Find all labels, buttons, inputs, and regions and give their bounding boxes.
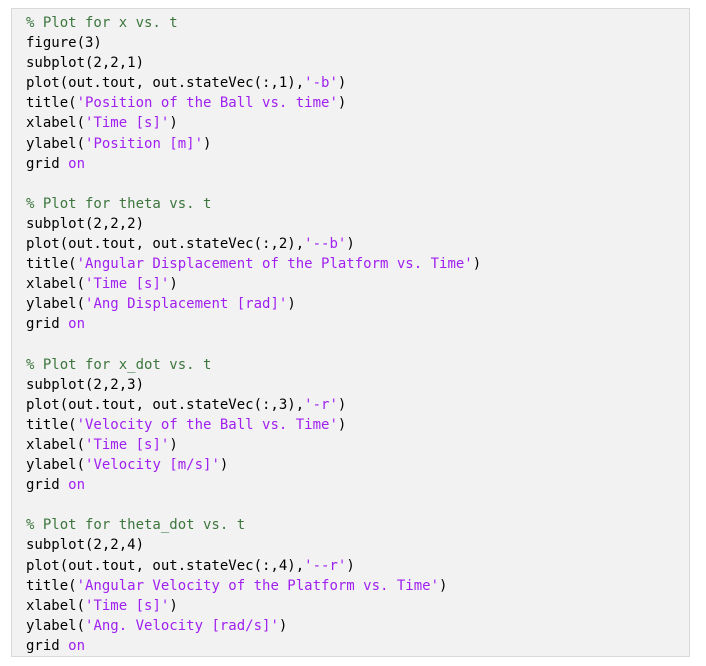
code-string: 'Position of the Ball vs. time' (76, 95, 338, 112)
code-keyword: on (68, 637, 86, 654)
code-text: ) (337, 416, 347, 433)
code-line: grid on (26, 314, 689, 334)
code-keyword: on (68, 155, 86, 172)
code-line: % Plot for x_dot vs. t (26, 355, 689, 375)
code-line: subplot(2,2,2) (26, 214, 689, 234)
code-text: title( (26, 416, 77, 433)
code-string: 'Time [s]' (85, 597, 170, 614)
code-line: ylabel('Ang Displacement [rad]') (26, 294, 689, 314)
code-text: ) (169, 115, 178, 132)
code-string: '-r' (304, 396, 338, 413)
code-text: ) (169, 597, 178, 614)
code-line: title('Position of the Ball vs. time') (26, 93, 689, 113)
code-line: grid on (26, 154, 689, 174)
code-line: title('Angular Velocity of the Platform … (26, 576, 689, 596)
code-text: title( (26, 256, 77, 273)
code-line: subplot(2,2,4) (26, 535, 689, 555)
code-string: 'Ang. Velocity [rad/s]' (85, 617, 279, 634)
code-line: grid on (26, 636, 689, 656)
code-line: ylabel('Velocity [m/s]') (26, 455, 689, 475)
code-line: xlabel('Time [s]') (26, 435, 689, 455)
code-line: title('Angular Displacement of the Platf… (26, 254, 689, 274)
code-text: xlabel( (26, 597, 86, 614)
code-comment: % Plot for x_dot vs. t (26, 356, 212, 373)
code-line: grid on (26, 475, 689, 495)
code-text: ) (219, 457, 229, 474)
code-text: ) (337, 95, 347, 112)
code-comment: % Plot for x vs. t (26, 15, 178, 31)
code-text: ylabel( (26, 617, 86, 634)
code-text: ylabel( (26, 296, 86, 313)
code-line: figure(3) (26, 33, 689, 53)
code-text: subplot(2,2,1) (26, 55, 145, 72)
code-keyword: on (68, 477, 86, 494)
code-text: ) (169, 276, 178, 293)
code-block: % Plot for x vs. t figure(3) subplot(2,2,1… (11, 8, 690, 657)
code-text: xlabel( (26, 115, 86, 132)
code-line: title('Velocity of the Ball vs. Time') (26, 415, 689, 435)
code-line: xlabel('Time [s]') (26, 596, 689, 616)
code-line: plot(out.tout, out.stateVec(:,4),'--r') (26, 556, 689, 576)
code-string: '--b' (304, 236, 347, 253)
code-line: ylabel('Ang. Velocity [rad/s]') (26, 616, 689, 636)
code-text: figure(3) (26, 35, 102, 52)
code-comment: % Plot for theta vs. t (26, 195, 212, 212)
code-string: 'Time [s]' (85, 115, 170, 132)
code-line: xlabel('Time [s]') (26, 274, 689, 294)
code-string: '-b' (304, 75, 338, 92)
code-text: plot(out.tout, out.stateVec(:,4), (26, 557, 305, 574)
code-text: plot(out.tout, out.stateVec(:,2), (26, 236, 305, 253)
code-line: subplot(2,2,3) (26, 375, 689, 395)
code-line: % Plot for theta vs. t (26, 194, 689, 214)
code-text: ) (203, 135, 212, 152)
code-text: plot(out.tout, out.stateVec(:,1), (26, 75, 305, 92)
code-text: plot(out.tout, out.stateVec(:,3), (26, 396, 305, 413)
code-text: ) (169, 436, 178, 453)
code-text: ) (287, 296, 296, 313)
code-text: grid (26, 316, 69, 333)
code-text: title( (26, 95, 77, 112)
code-text: grid (26, 155, 69, 172)
code-text: xlabel( (26, 276, 86, 293)
code-text: subplot(2,2,4) (26, 537, 145, 554)
code-string: 'Velocity of the Ball vs. Time' (76, 416, 338, 433)
code-string: 'Time [s]' (85, 276, 170, 293)
code-blank-line (26, 174, 689, 194)
code-line: ylabel('Position [m]') (26, 134, 689, 154)
code-line: plot(out.tout, out.stateVec(:,3),'-r') (26, 395, 689, 415)
code-string: 'Position [m]' (85, 135, 204, 152)
code-string: 'Time [s]' (85, 436, 170, 453)
code-keyword: on (68, 316, 86, 333)
code-string: 'Velocity [m/s]' (85, 457, 220, 474)
code-text: ) (278, 617, 288, 634)
code-string: 'Angular Displacement of the Platform vs… (76, 256, 473, 273)
code-text: ) (337, 396, 347, 413)
code-comment: % Plot for theta_dot vs. t (26, 517, 246, 534)
code-text: grid (26, 477, 69, 494)
code-text: ) (337, 75, 347, 92)
code-string: 'Ang Displacement [rad]' (85, 296, 288, 313)
code-text: ) (346, 236, 355, 253)
code-text: xlabel( (26, 436, 86, 453)
code-text: subplot(2,2,2) (26, 215, 145, 232)
code-text: ylabel( (26, 135, 86, 152)
code-string: '--r' (304, 557, 347, 574)
code-line: xlabel('Time [s]') (26, 113, 689, 133)
code-line: % Plot for theta_dot vs. t (26, 515, 689, 535)
code-text: title( (26, 577, 77, 594)
code-text: subplot(2,2,3) (26, 376, 145, 393)
code-line: plot(out.tout, out.stateVec(:,1),'-b') (26, 73, 689, 93)
code-blank-line (26, 335, 689, 355)
code-line: plot(out.tout, out.stateVec(:,2),'--b') (26, 234, 689, 254)
code-line: subplot(2,2,1) (26, 53, 689, 73)
code-text: ) (439, 577, 448, 594)
code-text: grid (26, 637, 69, 654)
code-text: ) (472, 256, 482, 273)
code-text: ) (346, 557, 355, 574)
code-string: 'Angular Velocity of the Platform vs. Ti… (76, 577, 440, 594)
code-line: % Plot for x vs. t (26, 13, 689, 33)
code-blank-line (26, 495, 689, 515)
code-text: ylabel( (26, 457, 86, 474)
